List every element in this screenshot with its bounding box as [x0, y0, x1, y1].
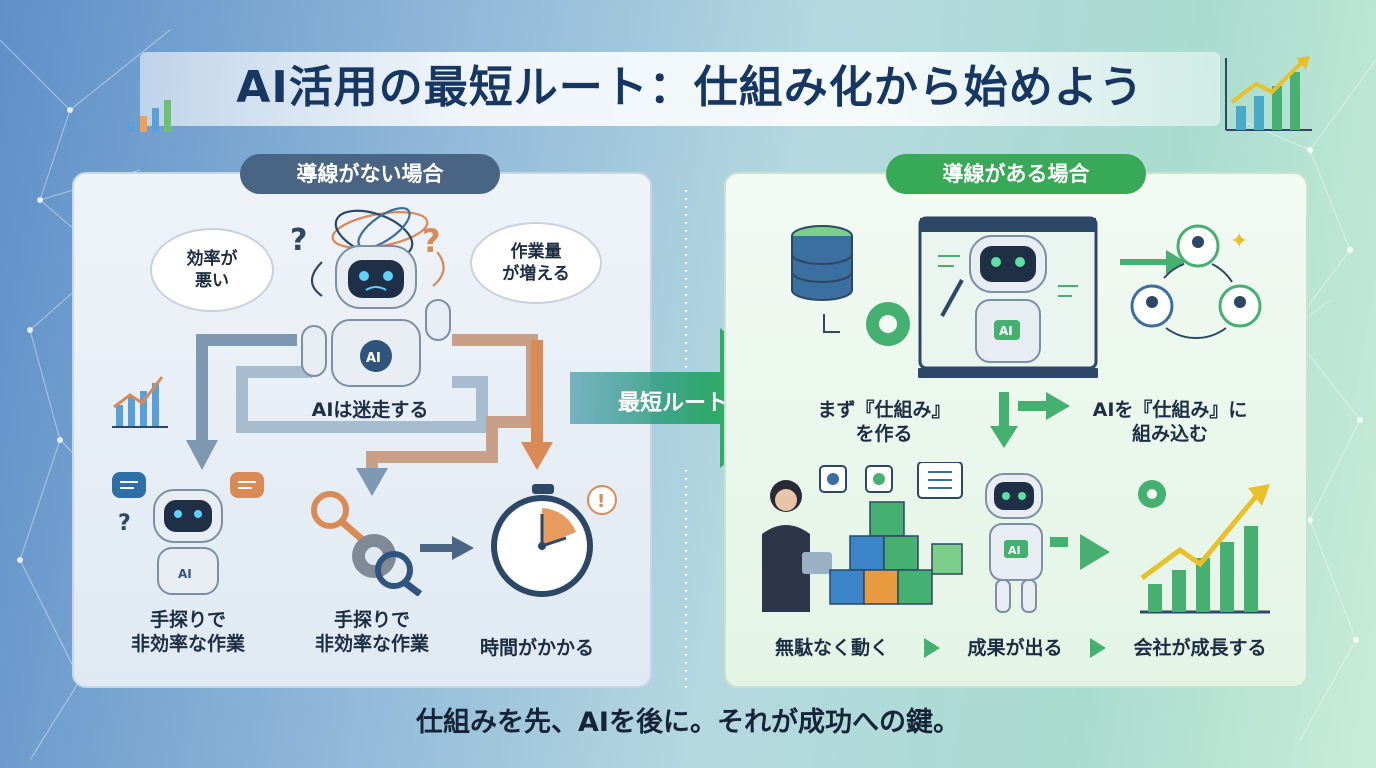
growth-bar-chart-icon: [1080, 480, 1270, 614]
thought-bubble-inefficient: 効率が 悪い: [150, 228, 274, 312]
bar-chart-icon: [128, 100, 171, 132]
laptop-robot-icon: AI: [918, 216, 1098, 378]
team-network-icon: ✦: [1120, 224, 1262, 339]
svg-text:✦: ✦: [1230, 229, 1248, 254]
step-create-system: まず『仕組み』 を作る: [817, 399, 951, 445]
step-embed-ai: AIを『仕組み』に 組み込む: [1092, 399, 1248, 445]
businesswoman-blocks-robot-icon: AI: [762, 462, 1068, 613]
item-label-3: 時間がかかる: [479, 637, 594, 659]
svg-text:AI: AI: [999, 324, 1013, 338]
svg-text:?: ?: [290, 223, 307, 258]
svg-text:!: !: [597, 491, 605, 512]
route-label: 最短ルート: [617, 391, 728, 416]
svg-text:?: ?: [118, 511, 131, 536]
left-panel-heading: 導線がない場合: [240, 154, 500, 194]
right-flow-arrows: [990, 392, 1070, 448]
chevron-right-icon: [924, 638, 940, 658]
step-bottom-2: 成果が出る: [967, 637, 1063, 659]
growth-chart-icon: [1225, 56, 1312, 131]
right-panel-heading: 導線がある場合: [886, 154, 1146, 194]
item-label-2: 手探りで 非効率な作業: [314, 609, 429, 655]
svg-text:?: ?: [422, 222, 441, 260]
stopwatch-icon: !: [491, 484, 617, 597]
center-caption: AIは迷走する: [311, 399, 429, 421]
footer-tagline: 仕組みを先、AIを後に。それが成功への鍵。: [416, 707, 960, 738]
step-bottom-3: 会社が成長する: [1133, 637, 1267, 659]
title-band: [140, 52, 1220, 126]
search-gear-icon: [311, 491, 474, 596]
thought-bubble-workload: 作業量 が増える: [470, 222, 602, 304]
puzzled-robot-icon: ? AI: [112, 472, 264, 595]
svg-text:AI: AI: [366, 351, 381, 366]
database-gear-icon: [791, 225, 910, 346]
chevron-right-icon: [1090, 638, 1106, 658]
confused-robot-icon: AI: [301, 245, 451, 387]
page-title: AI活用の最短ルート：仕組み化から始めよう: [236, 62, 1144, 113]
step-bottom-1: 無駄なく動く: [774, 637, 889, 659]
svg-text:AI: AI: [1008, 544, 1021, 557]
svg-text:AI: AI: [178, 567, 192, 581]
item-label-1: 手探りで 非効率な作業: [130, 609, 245, 655]
